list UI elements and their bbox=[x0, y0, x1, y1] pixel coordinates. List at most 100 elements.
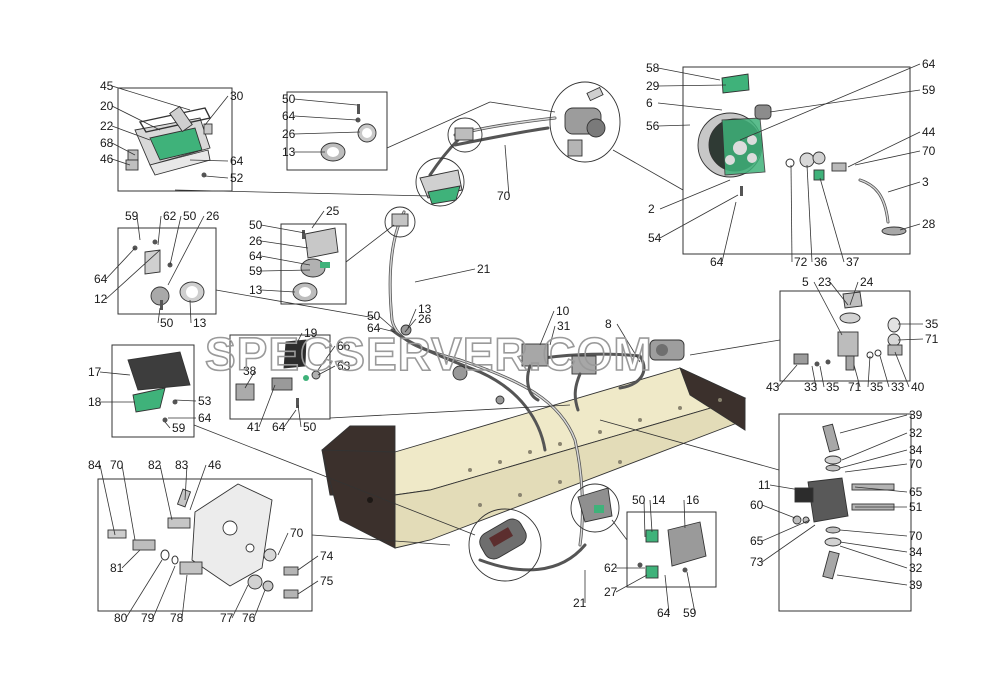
part-number-label: 14 bbox=[652, 493, 666, 507]
part-labels: 4520226846306452506426137021506413261031… bbox=[88, 57, 939, 625]
leader-line bbox=[260, 224, 306, 234]
part-number-label: 59 bbox=[683, 606, 697, 620]
part-number-label: 62 bbox=[163, 209, 177, 223]
part-number-label: 59 bbox=[249, 264, 263, 278]
part-number-label: 32 bbox=[909, 426, 923, 440]
leader-line bbox=[664, 574, 670, 614]
leader-line bbox=[894, 351, 910, 388]
leader-line bbox=[125, 559, 163, 619]
part-number-label: 44 bbox=[922, 125, 936, 139]
leader-line bbox=[853, 364, 861, 388]
leader-line bbox=[260, 289, 296, 293]
leader-line bbox=[879, 355, 890, 388]
part-number-label: 59 bbox=[922, 83, 936, 97]
part-number-label: 25 bbox=[326, 204, 340, 218]
leader-line bbox=[311, 210, 325, 229]
leader-line bbox=[277, 532, 289, 556]
part-number-label: 53 bbox=[198, 394, 212, 408]
part-number-label: 52 bbox=[230, 171, 244, 185]
detail-box-bottom-center bbox=[626, 511, 717, 588]
leader-line bbox=[164, 421, 171, 429]
leader-line bbox=[721, 201, 737, 263]
leader-line bbox=[260, 240, 309, 249]
leader-line bbox=[549, 325, 556, 346]
part-number-label: 60 bbox=[750, 498, 764, 512]
parking-handle-bracket bbox=[419, 169, 463, 205]
leader-line bbox=[184, 464, 188, 501]
leader-line bbox=[897, 338, 924, 341]
part-number-label: 2 bbox=[648, 202, 655, 216]
part-number-label: 36 bbox=[814, 255, 828, 269]
leader-line bbox=[111, 85, 191, 111]
part-number-label: 70 bbox=[909, 457, 923, 471]
leader-line bbox=[244, 370, 256, 389]
part-number-label: 72 bbox=[794, 255, 808, 269]
leader-line bbox=[111, 105, 161, 131]
detail-box-bottom-left bbox=[97, 478, 313, 612]
part-number-label: 18 bbox=[88, 395, 102, 409]
leader-line bbox=[157, 215, 162, 246]
leader-line bbox=[616, 323, 641, 363]
part-number-label: 50 bbox=[282, 92, 296, 106]
leader-line bbox=[258, 384, 276, 428]
part-number-label: 70 bbox=[110, 458, 124, 472]
leader-lines bbox=[99, 63, 924, 619]
part-number-label: 39 bbox=[909, 408, 923, 422]
leader-line bbox=[297, 580, 319, 595]
part-number-label: 70 bbox=[922, 144, 936, 158]
leader-line bbox=[404, 318, 417, 333]
part-number-label: 35 bbox=[925, 317, 939, 331]
leader-line bbox=[659, 194, 739, 239]
part-number-label: 20 bbox=[100, 99, 114, 113]
detail-box-mid-center bbox=[280, 223, 347, 305]
leader-line bbox=[839, 449, 908, 469]
part-number-label: 79 bbox=[141, 611, 155, 625]
part-number-label: 37 bbox=[846, 255, 860, 269]
frame-holes bbox=[367, 398, 722, 507]
part-number-label: 64 bbox=[282, 109, 296, 123]
leader-line bbox=[157, 307, 161, 324]
leader-line bbox=[297, 404, 302, 428]
part-number-label: 26 bbox=[282, 127, 296, 141]
leader-line bbox=[839, 541, 908, 553]
part-number-label: 82 bbox=[148, 458, 162, 472]
detail-box-mid-right bbox=[779, 290, 911, 382]
leader-line bbox=[189, 159, 229, 162]
leader-line bbox=[806, 164, 813, 263]
leader-line bbox=[105, 249, 161, 300]
part-number-label: 21 bbox=[477, 262, 491, 276]
leader-line bbox=[659, 179, 731, 210]
leader-line bbox=[841, 432, 908, 461]
leader-line bbox=[111, 142, 136, 156]
part-number-label: 64 bbox=[272, 420, 286, 434]
part-number-label: 30 bbox=[230, 89, 244, 103]
leader-line bbox=[167, 215, 205, 286]
part-number-label: 21 bbox=[573, 596, 587, 610]
part-number-label: 71 bbox=[848, 380, 862, 394]
leader-line bbox=[847, 131, 921, 168]
part-number-label: 51 bbox=[909, 500, 923, 514]
part-number-label: 28 bbox=[922, 217, 936, 231]
part-number-label: 27 bbox=[604, 585, 618, 599]
part-number-label: 64 bbox=[922, 57, 936, 71]
part-number-label: 43 bbox=[766, 380, 780, 394]
leader-line bbox=[297, 555, 319, 571]
leader-line bbox=[136, 215, 141, 241]
leader-line bbox=[504, 144, 510, 197]
leader-line bbox=[169, 215, 182, 266]
part-number-label: 41 bbox=[247, 420, 261, 434]
part-number-label: 65 bbox=[750, 534, 764, 548]
part-number-label: 50 bbox=[367, 309, 381, 323]
leader-line bbox=[295, 332, 303, 346]
leader-line bbox=[657, 67, 721, 81]
leader-line bbox=[111, 125, 151, 141]
part-number-label: 22 bbox=[100, 119, 114, 133]
part-number-label: 26 bbox=[418, 312, 432, 326]
part-number-label: 70 bbox=[909, 529, 923, 543]
part-number-label: 68 bbox=[100, 136, 114, 150]
leader-line bbox=[283, 409, 297, 428]
part-number-label: 5 bbox=[802, 275, 809, 289]
part-number-label: 13 bbox=[193, 316, 207, 330]
